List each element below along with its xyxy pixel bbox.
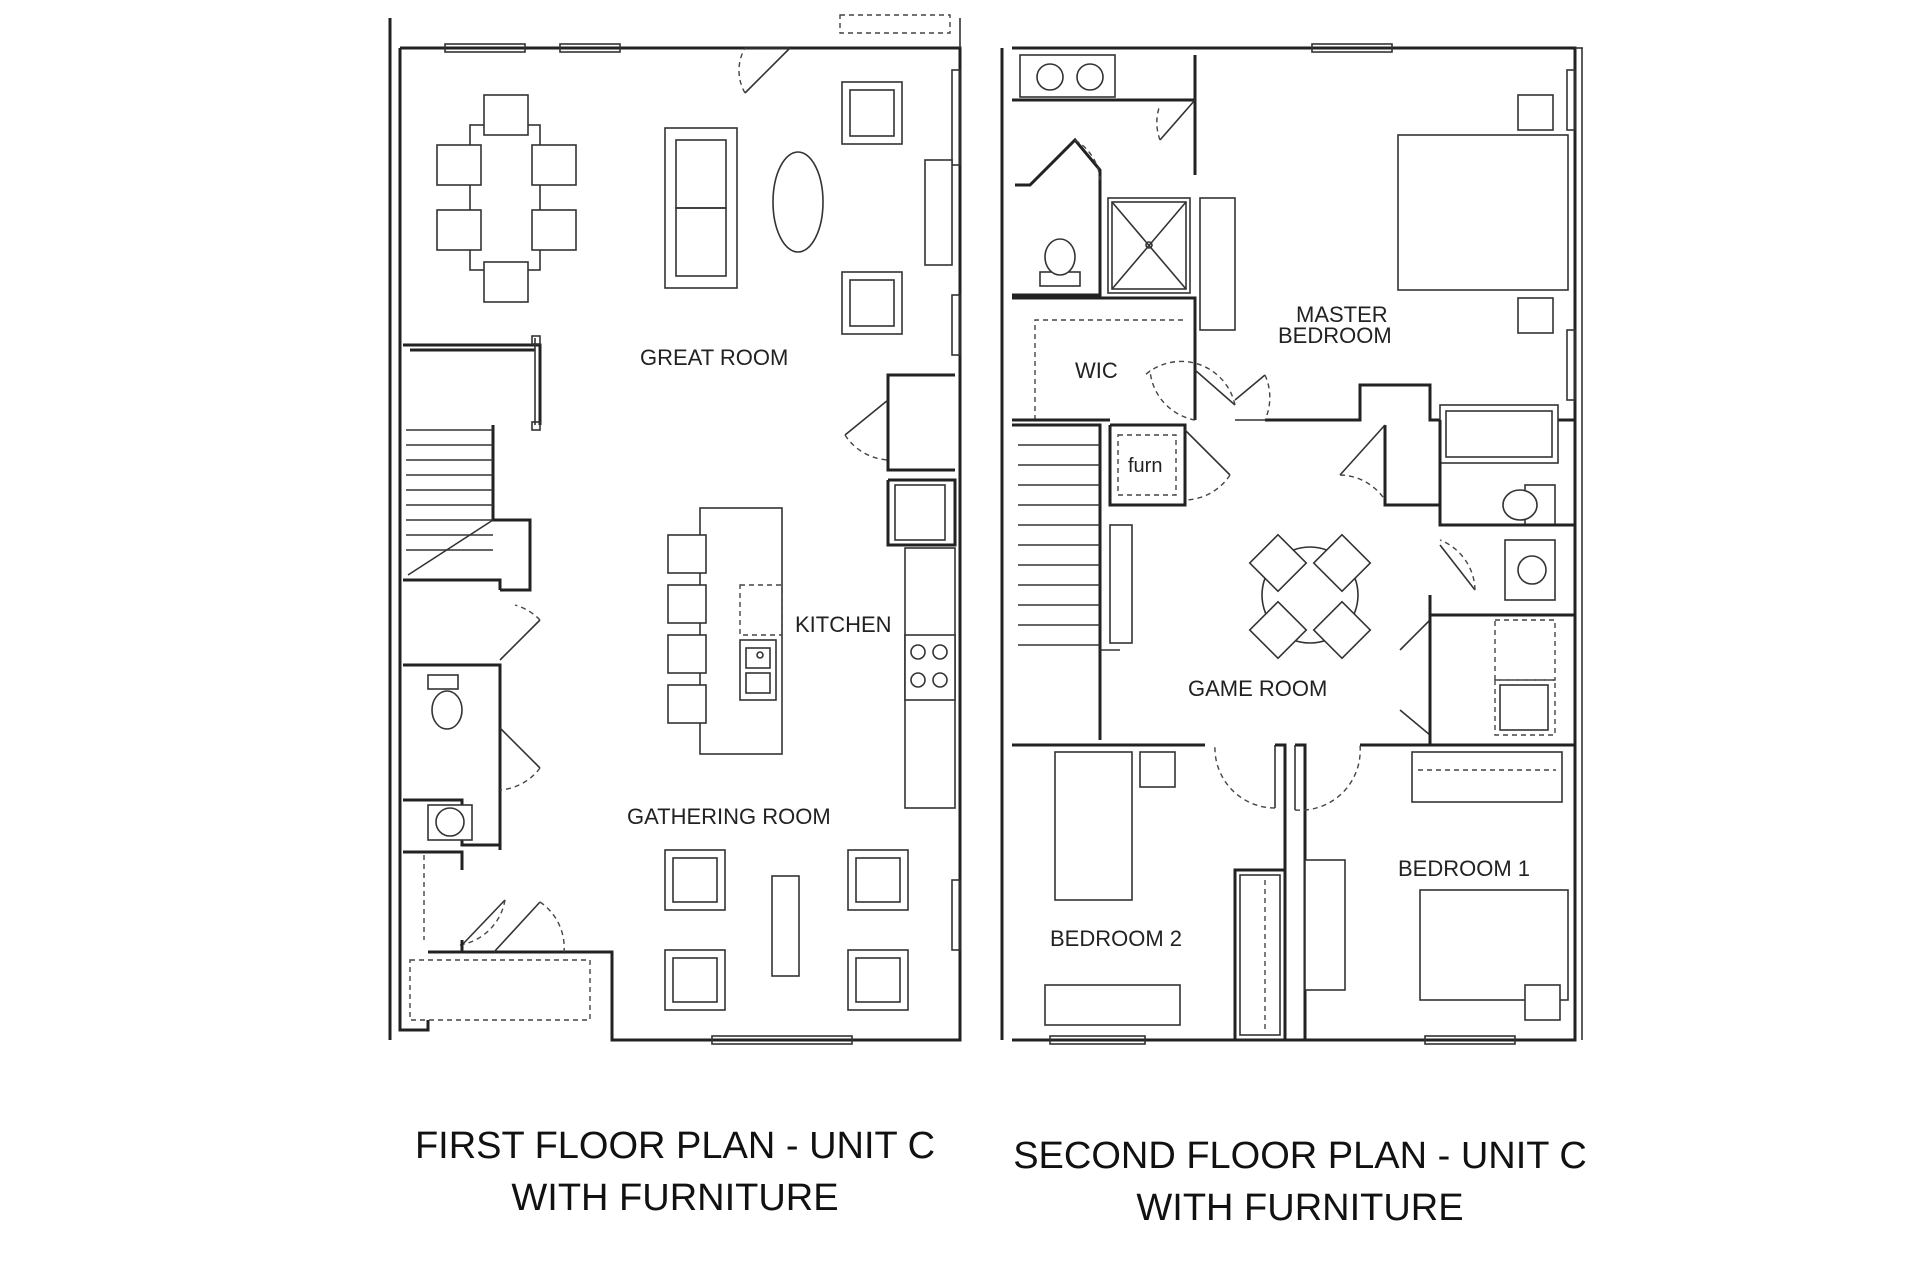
label-gathering-room: GATHERING ROOM: [627, 804, 831, 829]
laundry: [1399, 615, 1575, 747]
kitchen-counter: [904, 547, 956, 809]
bedroom-1-furniture: [1304, 751, 1569, 1021]
label-bedroom-2: BEDROOM 2: [1050, 926, 1182, 951]
label-master-bedroom-line1: MASTER: [1296, 302, 1388, 327]
second-floor-plan: MASTER BEDROOM WIC furn GAME ROOM BEDROO…: [1000, 43, 1583, 1045]
game-room-table: [1248, 533, 1372, 660]
front-door: [738, 47, 791, 94]
master-bedroom-bed: [1234, 94, 1575, 422]
label-game-room: GAME ROOM: [1188, 676, 1327, 701]
gathering-room-seating: [664, 849, 909, 1011]
label-master-bedroom-line2: BEDROOM: [1278, 323, 1392, 348]
first-floor-caption-line2: WITH FURNITURE: [511, 1177, 839, 1219]
great-room-armchairs: [841, 81, 953, 335]
label-kitchen: KITCHEN: [795, 612, 892, 637]
coat-closet: [844, 373, 957, 547]
kitchen-island: [667, 507, 783, 755]
first-floor-plan: GREAT ROOM KITCHEN GATHERING ROOM: [388, 14, 962, 1045]
walk-in-closet: [1012, 319, 1236, 422]
powder-room: [403, 674, 541, 847]
second-floor-caption-line1: SECOND FLOOR PLAN - UNIT C: [1013, 1135, 1587, 1177]
first-floor-outer-walls: [388, 14, 962, 1045]
great-room-sofa: [664, 127, 824, 289]
entry-closet: [403, 850, 565, 953]
master-bath: [1012, 54, 1236, 420]
first-floor-stairs: [403, 335, 542, 592]
hall-bath: [1339, 404, 1575, 617]
second-floor-outer-walls: [1000, 43, 1583, 1045]
dining-table: [436, 94, 577, 303]
label-bedroom-1: BEDROOM 1: [1398, 856, 1530, 881]
first-floor-caption: FIRST FLOOR PLAN - UNIT C WITH FURNITURE: [390, 1120, 960, 1224]
second-floor-caption-line2: WITH FURNITURE: [1136, 1187, 1464, 1229]
label-wic: WIC: [1075, 358, 1118, 383]
label-great-room: GREAT ROOM: [640, 345, 788, 370]
label-furn: furn: [1128, 455, 1162, 477]
first-floor-caption-line1: FIRST FLOOR PLAN - UNIT C: [414, 1125, 936, 1167]
bedroom-2-furniture: [1044, 751, 1285, 1040]
second-floor-caption: SECOND FLOOR PLAN - UNIT C WITH FURNITUR…: [1010, 1130, 1590, 1234]
second-floor-stairs: [1012, 423, 1231, 740]
stair-closet-door: [403, 604, 541, 850]
